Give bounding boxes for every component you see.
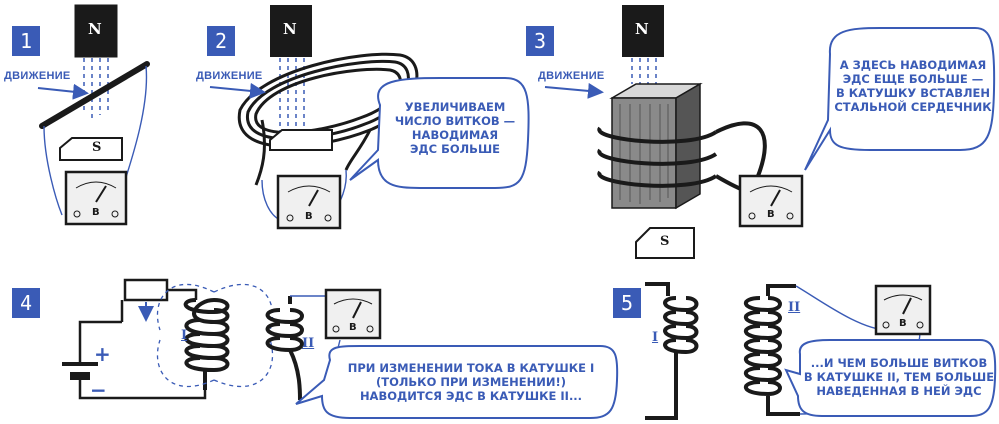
panel-5-number: 5 (613, 288, 641, 318)
bubble-text: ...И ЧЕМ БОЛЬШЕ ВИТКОВ В КАТУШКЕ II, ТЕМ… (802, 356, 996, 398)
battery-minus: − (90, 378, 107, 402)
bubble-text: УВЕЛИЧИВАЕМ ЧИСЛО ВИТКОВ — НАВОДИМАЯ ЭДС… (382, 100, 528, 156)
coil-primary (186, 300, 228, 390)
south-pole-label: S (660, 234, 669, 249)
battery-plus: + (94, 342, 111, 366)
panel-2-number: 2 (207, 26, 235, 56)
voltmeter-label: В (767, 209, 775, 220)
north-pole-label: N (635, 20, 649, 38)
bubble-text: ПРИ ИЗМЕНЕНИИ ТОКА В КАТУШКЕ I (ТОЛЬКО П… (326, 361, 616, 403)
voltmeter-label: В (349, 322, 357, 333)
panel-4-number: 4 (12, 288, 40, 318)
motion-label: ДВИЖЕНИЕ (538, 70, 605, 82)
voltmeter-label: В (92, 207, 100, 218)
panel-3-number: 3 (526, 26, 554, 56)
voltmeter-label: В (305, 211, 313, 222)
voltmeter-label: В (899, 318, 907, 329)
coil-label-primary: I (652, 330, 658, 345)
coil-label-primary: I (181, 328, 187, 343)
coil-label-secondary: II (302, 336, 314, 351)
motion-arrow (545, 87, 600, 92)
motion-label: ДВИЖЕНИЕ (196, 70, 263, 82)
north-pole-label: N (88, 20, 102, 38)
coil-primary (645, 284, 697, 418)
motion-arrow (38, 88, 85, 93)
panel-3 (545, 5, 994, 258)
motion-label: ДВИЖЕНИЕ (4, 70, 71, 82)
motion-arrow (210, 87, 262, 92)
magnet-south (60, 138, 122, 160)
panel-1-number: 1 (12, 26, 40, 56)
north-pole-label: N (283, 20, 297, 38)
coil-secondary (268, 296, 302, 400)
steel-core (612, 84, 700, 208)
field-lines (632, 58, 656, 84)
south-pole-label: S (92, 140, 101, 155)
coil-label-secondary: II (788, 300, 800, 315)
bubble-text: А ЗДЕСЬ НАВОДИМАЯ ЭДС ЕЩЕ БОЛЬШЕ — В КАТ… (832, 58, 994, 114)
